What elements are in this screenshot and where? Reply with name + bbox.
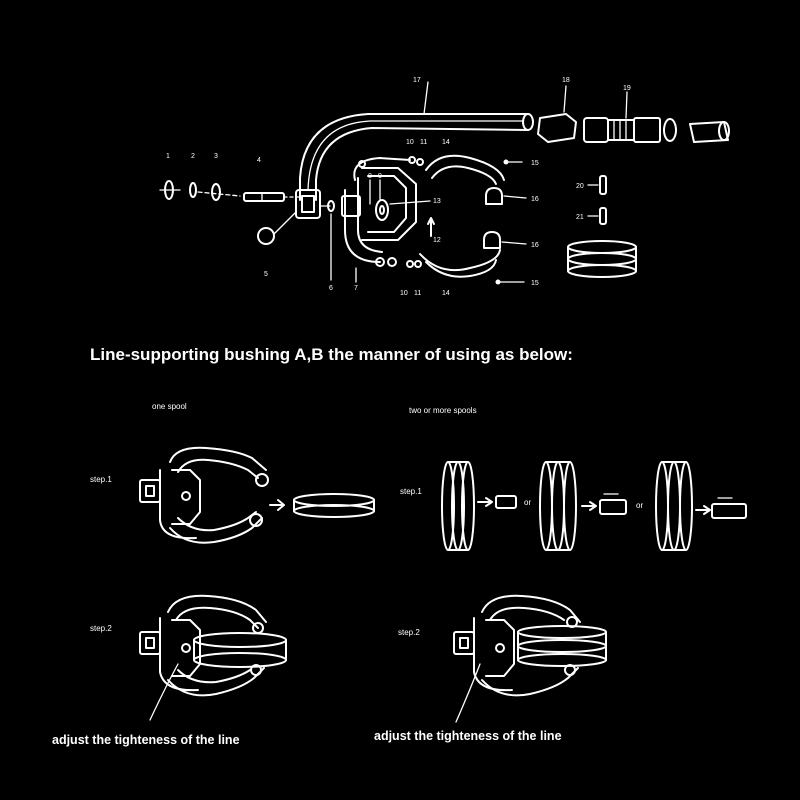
label-part-14-bottom: 14 (442, 290, 450, 297)
part-bushing-16-top (485, 187, 527, 205)
label-part-11-top: 11 (420, 139, 427, 146)
or-label-2: or (636, 501, 643, 510)
label-part-14-top: 14 (442, 139, 450, 146)
one-spool-label: one spool (152, 402, 187, 411)
label-part-21: 21 (576, 214, 584, 221)
holder-step2-one-spool (139, 594, 287, 721)
multi-spool-step1-label: step.1 (400, 487, 422, 496)
part-shaft-4 (243, 192, 301, 202)
part-arm-14-top (408, 154, 505, 185)
exploded-parts-view: 1 2 3 4 5 6 7 8 9 10 11 14 15 16 17 18 1… (159, 77, 730, 297)
label-part-19: 19 (623, 85, 631, 92)
label-part-1: 1 (166, 153, 170, 160)
label-part-16-bottom: 16 (531, 242, 539, 249)
one-spool-caption: adjust the tighteness of the line (52, 733, 240, 747)
holder-step1-one-spool (139, 446, 285, 544)
or-label-1: or (524, 498, 531, 507)
label-part-2: 2 (191, 153, 195, 160)
multi-spool-step2-label: step.2 (398, 628, 420, 637)
spool-stack-a (441, 461, 475, 551)
label-part-13: 13 (433, 198, 441, 205)
holder-step2-multi-spool (453, 594, 607, 723)
part-washer-6 (327, 200, 335, 281)
label-part-7: 7 (354, 285, 358, 292)
part-sleeve-18 (537, 85, 577, 143)
one-spool-step1-label: step.1 (90, 475, 112, 484)
part-number-labels: 1 2 3 4 5 6 7 8 9 10 11 14 15 16 17 18 1… (166, 77, 631, 297)
label-part-15-bottom: 15 (531, 280, 539, 287)
part-bushing-21 (587, 207, 607, 225)
spool-stack-b (539, 461, 577, 551)
multi-spool-section: two or more spools step.1 step.2 or (374, 406, 747, 743)
label-part-3: 3 (214, 153, 218, 160)
label-part-10-bottom: 10 (400, 290, 408, 297)
label-part-15-top: 15 (531, 160, 539, 167)
part-tube-17 (295, 81, 534, 219)
multi-spool-label: two or more spools (409, 406, 477, 415)
label-part-20: 20 (576, 183, 584, 190)
label-part-10-top: 10 (406, 139, 414, 146)
label-part-17: 17 (413, 77, 421, 84)
part-spool-stack (567, 240, 637, 278)
part-hub-8-9 (369, 179, 435, 237)
bushing-insert-c (695, 497, 747, 519)
part-nut-3 (197, 183, 241, 201)
instructions-heading: Line-supporting bushing A,B the manner o… (90, 345, 573, 364)
one-spool-step2-label: step.2 (90, 624, 112, 633)
label-part-5: 5 (264, 271, 268, 278)
label-part-8: 8 (368, 173, 372, 180)
label-part-11-bottom: 11 (414, 290, 421, 297)
label-part-9: 9 (378, 173, 382, 180)
part-knob-5 (257, 211, 297, 245)
spool-step1-one-spool (293, 493, 375, 518)
part-washer-2 (189, 182, 197, 198)
part-yoke-frame-7 (341, 157, 417, 283)
bushing-insert-b (581, 493, 627, 515)
part-screw-15-bottom (495, 279, 525, 285)
part-connector-19 (583, 91, 677, 143)
part-screw-15-top (503, 159, 523, 165)
label-part-12: 12 (433, 237, 441, 244)
part-bushing-20 (587, 175, 607, 195)
part-cap (689, 121, 730, 143)
part-arm-14-bottom (387, 249, 501, 278)
part-washer-1 (159, 180, 181, 200)
label-part-6: 6 (329, 285, 333, 292)
spool-stack-c (655, 461, 693, 551)
label-part-16-top: 16 (531, 196, 539, 203)
multi-spool-caption: adjust the tighteness of the line (374, 729, 562, 743)
part-bushing-16-bottom (483, 231, 527, 249)
label-part-4: 4 (257, 157, 261, 164)
bushing-insert-a (477, 495, 517, 509)
label-part-18: 18 (562, 77, 570, 84)
one-spool-section: one spool step.1 step.2 (52, 402, 375, 747)
